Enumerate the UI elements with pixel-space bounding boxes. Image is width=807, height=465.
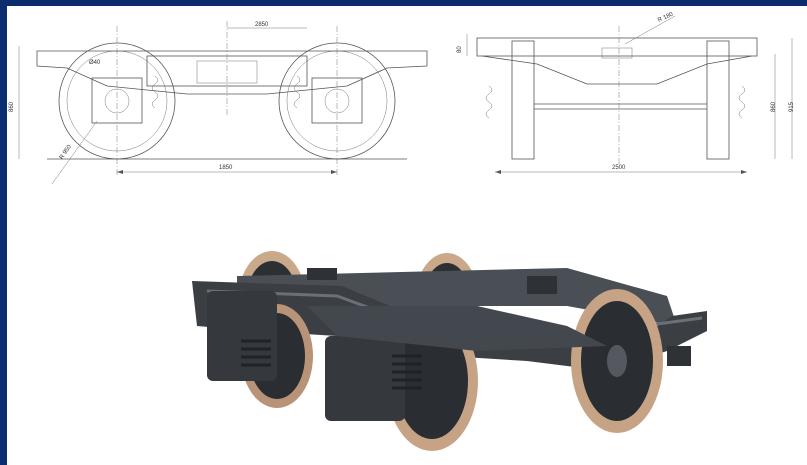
end-view-drawing: 2500 R 180 80 860 915 (457, 11, 795, 174)
dim-bolster-radius: R 180 (657, 11, 675, 23)
dim-end-height-right: 915 (789, 101, 795, 112)
technical-drawing: 2850 1850 860 R 950 Ø40 2500 R 180 80 (9, 11, 795, 451)
dim-end-height-left: 860 (771, 101, 777, 112)
side-view-drawing: 2850 1850 860 R 950 Ø40 (9, 21, 428, 185)
bogie-bolster (307, 306, 607, 351)
dim-wheel-radius: R 950 (59, 144, 73, 161)
end-top-beam (476, 37, 758, 57)
dim-top-offset: 80 (457, 46, 463, 53)
end-bolster-curve (481, 55, 753, 85)
dim-small-label: Ø40 (89, 60, 101, 66)
dim-top-center: 2850 (255, 22, 269, 28)
bogie-axlebox-left (207, 291, 277, 381)
side-frame-outline (36, 50, 428, 95)
dim-wheelbase: 1850 (219, 165, 233, 171)
end-left-wheel (511, 40, 535, 160)
dim-end-width: 2500 (612, 165, 626, 171)
drawing-sheet: 2850 1850 860 R 950 Ø40 2500 R 180 80 (7, 6, 807, 465)
bogie-axlebox-middle (325, 336, 405, 421)
end-right-wheel (706, 40, 730, 160)
dim-side-height: 860 (9, 101, 15, 112)
bogie-illustration (192, 251, 707, 451)
bogie-rear-frame (237, 268, 677, 326)
bogie-springs (241, 339, 422, 390)
